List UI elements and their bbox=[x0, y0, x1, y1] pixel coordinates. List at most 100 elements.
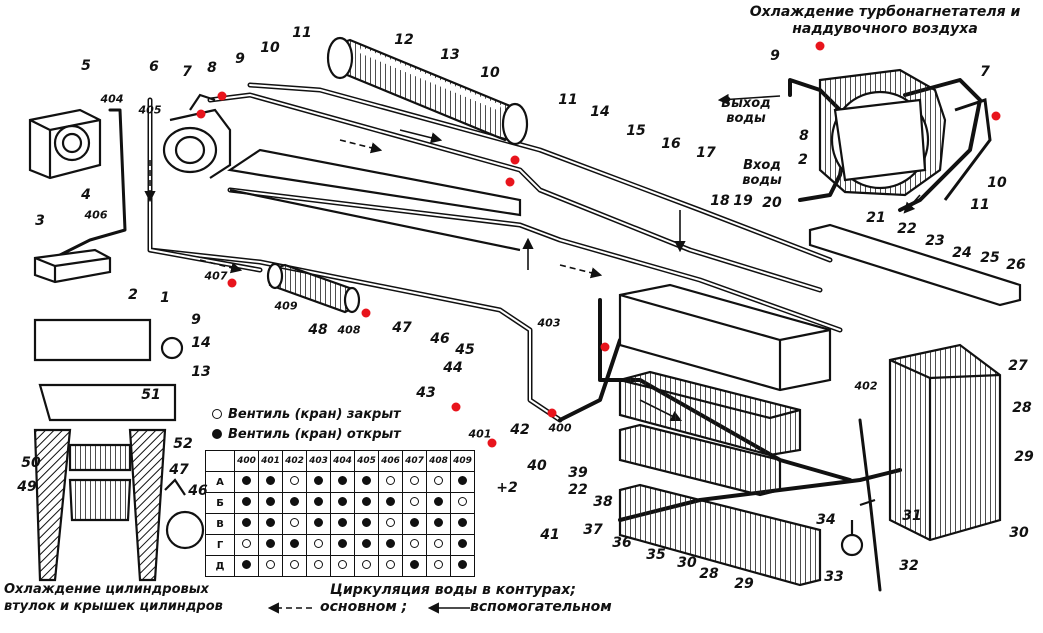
water-enter-caption: Вход воды bbox=[732, 158, 792, 188]
radiator-section-bottom bbox=[618, 483, 822, 587]
water-exit-line2: воды bbox=[726, 111, 766, 126]
open-valve-icon bbox=[338, 518, 347, 527]
drain-tank bbox=[33, 248, 112, 284]
turbocharger bbox=[818, 68, 992, 201]
open-valve-icon bbox=[290, 539, 299, 548]
legend-open-text: Вентиль (кран) открыт bbox=[228, 427, 401, 442]
open-valve-icon bbox=[266, 497, 275, 506]
part-number-label: 2 bbox=[798, 152, 808, 168]
part-number-label: 9 bbox=[191, 312, 201, 328]
closed-valve-icon bbox=[458, 497, 467, 506]
closed-valve-icon bbox=[434, 539, 443, 548]
radiator-section-low bbox=[618, 423, 782, 497]
valve-state-cell bbox=[402, 534, 427, 556]
open-valve-icon bbox=[266, 518, 275, 527]
equipment bbox=[28, 36, 1022, 587]
part-number-label: 401 bbox=[468, 427, 492, 441]
open-valve-icon bbox=[458, 476, 467, 485]
part-number-label: 11 bbox=[970, 197, 990, 213]
part-number-label: 17 bbox=[696, 145, 716, 161]
part-number-label: 11 bbox=[292, 25, 312, 41]
cylinder-caption-line1: Охлаждение цилиндровых bbox=[4, 582, 209, 597]
valve-state-cell bbox=[450, 513, 475, 535]
part-number-label: 10 bbox=[260, 40, 280, 56]
part-number-label: 9 bbox=[770, 48, 780, 64]
valve-column-header: 406 bbox=[378, 450, 403, 472]
valve-marker bbox=[217, 91, 227, 101]
valve-state-cell bbox=[282, 471, 307, 493]
flow-arrow bbox=[717, 93, 781, 105]
valve-state-cell bbox=[234, 492, 259, 514]
flow-arrow bbox=[399, 129, 443, 144]
part-number-label: 14 bbox=[590, 104, 610, 120]
valve-marker bbox=[547, 408, 557, 418]
open-valve-icon bbox=[458, 518, 467, 527]
part-number-label: 50 bbox=[21, 455, 41, 471]
valve-state-cell bbox=[402, 492, 427, 514]
closed-valve-icon bbox=[386, 518, 395, 527]
water-pump bbox=[162, 93, 232, 179]
valve-state-cell bbox=[234, 555, 259, 577]
part-number-label: 14 bbox=[191, 335, 211, 351]
part-number-label: 20 bbox=[762, 195, 782, 211]
left-riser bbox=[147, 97, 263, 273]
circulation-pump-33 bbox=[840, 498, 876, 557]
part-number-label: 10 bbox=[480, 65, 500, 81]
lower-pipe-inner bbox=[149, 249, 561, 421]
turbo-cooling-caption: Охлаждение турбонагнетателя и наддувочно… bbox=[740, 4, 1030, 38]
valve-state-cell bbox=[402, 471, 427, 493]
valve-state-cell bbox=[258, 513, 283, 535]
circulation-main-label: основном ; bbox=[320, 599, 408, 615]
part-number-label: 405 bbox=[138, 103, 162, 117]
open-valve-icon bbox=[338, 497, 347, 506]
valve-column-header: 400 bbox=[234, 450, 259, 472]
water-enter-line1: Вход bbox=[743, 158, 781, 173]
valve-state-cell bbox=[306, 555, 331, 577]
part-number-label: 25 bbox=[980, 250, 1000, 266]
water-enter-line2: воды bbox=[742, 173, 782, 188]
closed-valve-icon bbox=[242, 539, 251, 548]
part-number-label: 7 bbox=[980, 64, 990, 80]
part-number-label: 30 bbox=[677, 555, 697, 571]
valve-state-cell bbox=[354, 513, 379, 535]
part-number-label: 8 bbox=[207, 60, 217, 76]
valve-table-corner bbox=[205, 450, 235, 472]
closed-valve-icon bbox=[434, 560, 443, 569]
part-number-label: 3 bbox=[35, 213, 45, 229]
open-valve-icon bbox=[362, 497, 371, 506]
valve-column-header: 403 bbox=[306, 450, 331, 472]
open-valve-icon bbox=[314, 497, 323, 506]
open-valve-icon bbox=[386, 539, 395, 548]
valve-state-cell bbox=[354, 492, 379, 514]
open-valve-icon bbox=[212, 429, 222, 439]
valve-state-cell bbox=[450, 492, 475, 514]
valve-column-header: 402 bbox=[282, 450, 307, 472]
part-number-label: 28 bbox=[699, 566, 719, 582]
circulation-legend: Циркуляция воды в контурах; основном ; в… bbox=[320, 582, 620, 616]
cylinder-section bbox=[33, 318, 205, 582]
valve-state-cell bbox=[258, 471, 283, 493]
valve-state-cell bbox=[450, 555, 475, 577]
valve-state-cell bbox=[426, 513, 451, 535]
part-number-label: 409 bbox=[274, 299, 298, 313]
part-number-label: 403 bbox=[537, 316, 561, 330]
part-number-label: 4 bbox=[81, 187, 91, 203]
valve-mode-label: А bbox=[205, 471, 235, 493]
part-number-label: 7 bbox=[182, 64, 192, 80]
water-exit-caption: Выход воды bbox=[716, 96, 776, 126]
open-valve-icon bbox=[434, 497, 443, 506]
open-valve-icon bbox=[314, 518, 323, 527]
valve-marker bbox=[600, 342, 610, 352]
part-number-label: 404 bbox=[100, 92, 124, 106]
valve-state-cell bbox=[402, 555, 427, 577]
main-pipe-upper-inner bbox=[209, 94, 821, 291]
part-number-label: 22 bbox=[897, 221, 917, 237]
legend-open: Вентиль (кран) открыт bbox=[212, 427, 401, 442]
expansion-tank bbox=[28, 108, 102, 180]
collector-pipe-mid-inner bbox=[229, 189, 841, 331]
part-number-label: 46 bbox=[188, 483, 208, 499]
open-valve-icon bbox=[362, 539, 371, 548]
valve-table-row: Д bbox=[205, 555, 475, 577]
turbo-return bbox=[898, 78, 982, 212]
part-number-label: 37 bbox=[583, 522, 603, 538]
